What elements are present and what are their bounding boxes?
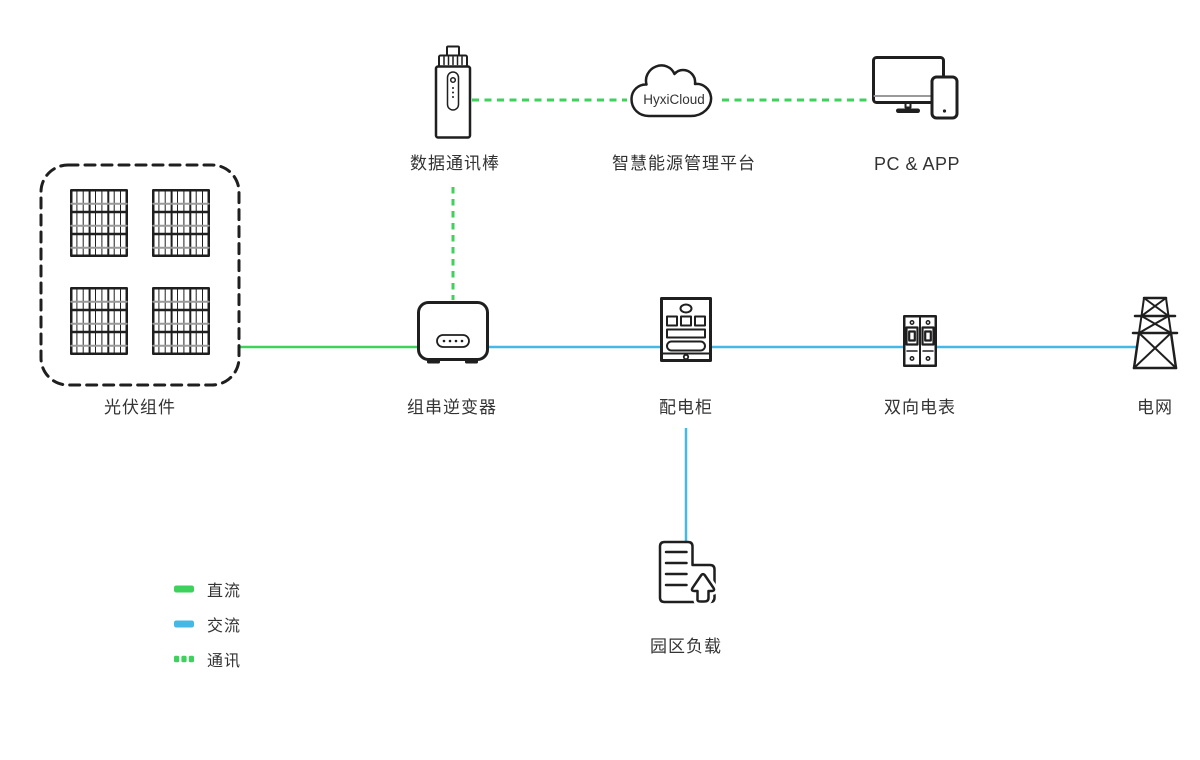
legend-label-ac: 交流 bbox=[207, 618, 242, 635]
datalogger-icon bbox=[434, 45, 472, 139]
load-label: 园区负载 bbox=[650, 637, 722, 656]
solar-panel-icon bbox=[152, 189, 210, 257]
pc-app-label: PC & APP bbox=[873, 154, 961, 174]
solar-panel-icon bbox=[70, 287, 128, 355]
tree-icon bbox=[690, 572, 716, 603]
cloud-icon: HyxiCloud bbox=[630, 64, 713, 118]
platform-label: 智慧能源管理平台 bbox=[612, 154, 756, 173]
legend-label-comm: 通讯 bbox=[207, 653, 242, 670]
pv-dashed-border bbox=[39, 163, 241, 387]
park-load-icon bbox=[658, 540, 719, 606]
inverter-label: 组串逆变器 bbox=[407, 398, 497, 417]
legend-item-ac: 交流 bbox=[174, 614, 242, 635]
legend-item-dc: 直流 bbox=[174, 579, 242, 600]
meter-icon bbox=[903, 315, 937, 367]
smartphone-icon bbox=[930, 75, 959, 120]
distribution-cabinet-icon bbox=[660, 297, 712, 362]
pv-modules-icon bbox=[39, 163, 241, 387]
legend-label-dc: 直流 bbox=[207, 583, 242, 600]
solar-panel-icon bbox=[70, 189, 128, 257]
pv-modules-label: 光伏组件 bbox=[104, 398, 176, 417]
datalogger-label: 数据通讯棒 bbox=[410, 154, 500, 173]
grid-tower-icon bbox=[1131, 296, 1179, 370]
legend: 直流 交流 通讯 bbox=[174, 579, 241, 684]
pc-and-app-icon bbox=[872, 56, 959, 120]
cloud-platform-name: HyxiCloud bbox=[643, 92, 705, 107]
comm-line-swatch bbox=[174, 655, 194, 663]
dc-line-swatch bbox=[174, 585, 194, 593]
ac-line-swatch bbox=[174, 620, 194, 628]
grid-label: 电网 bbox=[1137, 398, 1173, 417]
inverter-icon bbox=[417, 301, 489, 364]
solar-panel-icon bbox=[152, 287, 210, 355]
legend-item-comm: 通讯 bbox=[174, 649, 242, 670]
cabinet-label: 配电柜 bbox=[659, 398, 713, 417]
meter-label: 双向电表 bbox=[884, 398, 956, 417]
